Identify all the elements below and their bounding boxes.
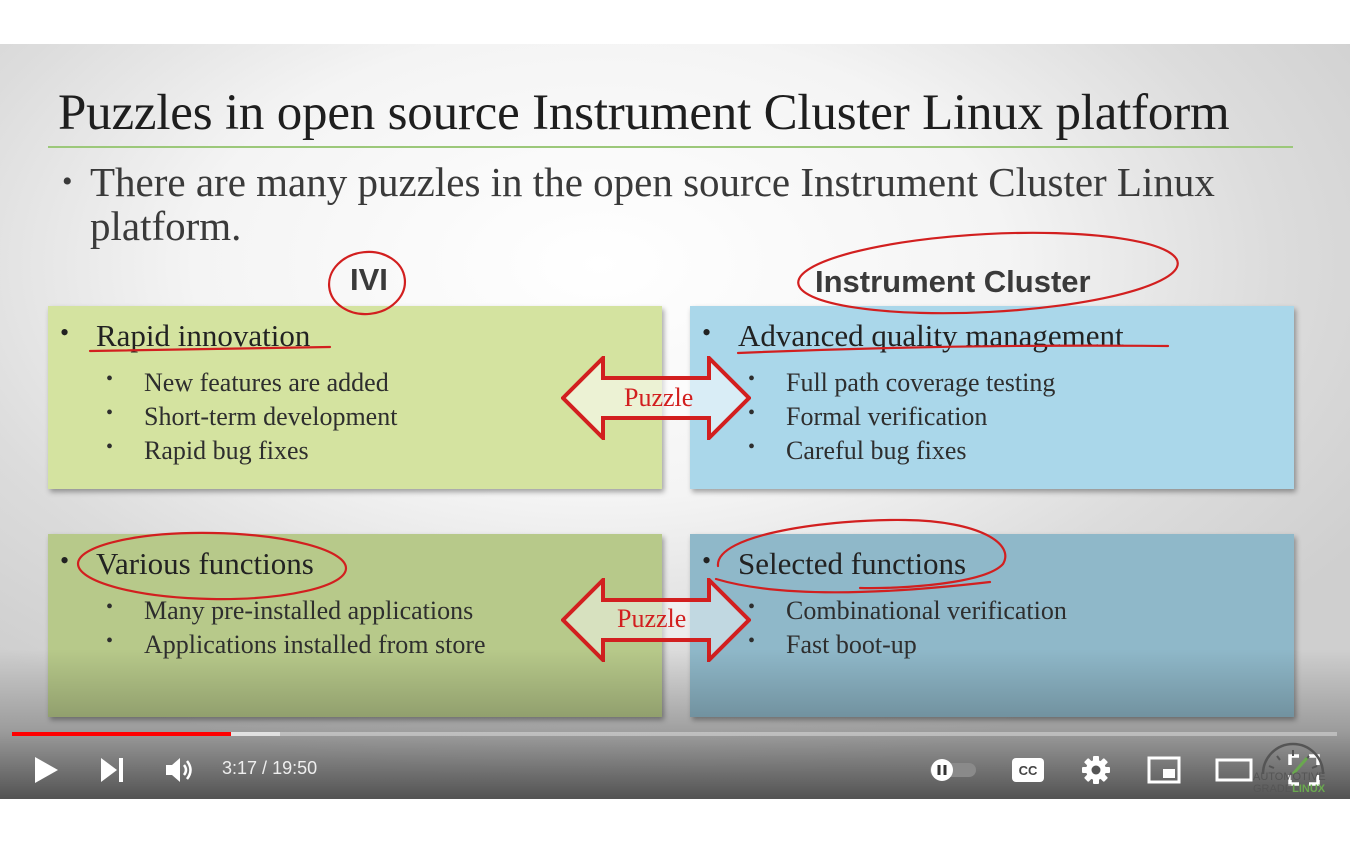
- list-item: Full path coverage testing: [748, 368, 1055, 398]
- miniplayer-button[interactable]: [1144, 752, 1184, 788]
- progress-bar[interactable]: [12, 732, 1337, 736]
- box-heading: Rapid innovation: [60, 318, 310, 354]
- list-item: New features are added: [106, 368, 389, 398]
- box-heading: Advanced quality management: [702, 318, 1124, 354]
- video-player[interactable]: Puzzles in open source Instrument Cluste…: [0, 44, 1350, 799]
- slide-title: Puzzles in open source Instrument Cluste…: [58, 85, 1230, 141]
- next-button[interactable]: [92, 752, 132, 788]
- autoplay-toggle[interactable]: [926, 752, 980, 788]
- settings-button[interactable]: [1076, 752, 1116, 788]
- theater-icon: [1215, 758, 1253, 782]
- list-item: Rapid bug fixes: [106, 436, 309, 466]
- next-icon: [101, 758, 123, 782]
- settings-icon: [1082, 756, 1110, 784]
- agl-linux: LINUX: [1292, 783, 1326, 795]
- play-button[interactable]: [26, 752, 66, 788]
- list-item: Many pre-installed applications: [106, 596, 473, 626]
- list-item: Short-term development: [106, 402, 398, 432]
- captions-icon: CC: [1012, 758, 1044, 782]
- bullet-dot: •: [62, 165, 73, 198]
- theater-mode-button[interactable]: [1212, 752, 1256, 788]
- agl-line2: GRADELINUX: [1253, 784, 1325, 795]
- agl-line1: AUTOMOTIVE: [1253, 771, 1326, 783]
- captions-label: CC: [1019, 763, 1038, 778]
- agl-gauge-icon: [1261, 742, 1325, 775]
- title-divider: [48, 146, 1293, 148]
- main-bullet: • There are many puzzles in the open sou…: [62, 160, 1312, 248]
- current-time: 3:17: [222, 758, 258, 778]
- time-display: 3:17 / 19:50: [222, 758, 317, 779]
- box-heading: Various functions: [60, 546, 314, 582]
- puzzle-label: Puzzle: [624, 383, 694, 412]
- main-bullet-text: There are many puzzles in the open sourc…: [90, 159, 1215, 249]
- list-item: Careful bug fixes: [748, 436, 966, 466]
- controls-shade: [0, 649, 1350, 799]
- play-icon: [35, 757, 58, 783]
- column-heading-ivi: IVI: [350, 262, 388, 297]
- captions-button[interactable]: CC: [1008, 752, 1048, 788]
- progress-played: [12, 732, 231, 736]
- agl-grade: GRADE: [1253, 783, 1293, 795]
- duration: 19:50: [272, 758, 318, 778]
- volume-icon: [166, 758, 192, 782]
- double-arrow-icon: [561, 356, 751, 440]
- automotive-grade-linux-logo: AUTOMOTIVE GRADELINUX: [1247, 738, 1343, 798]
- miniplayer-icon: [1147, 756, 1181, 784]
- box-heading: Selected functions: [702, 546, 966, 582]
- cluster-quality-management-box: Advanced quality management Full path co…: [690, 306, 1294, 489]
- puzzle-label: Puzzle: [617, 604, 687, 633]
- list-item: Combinational verification: [748, 596, 1067, 626]
- column-heading-instrument-cluster: Instrument Cluster: [815, 264, 1091, 299]
- list-item: Formal verification: [748, 402, 988, 432]
- time-separator: /: [257, 758, 273, 778]
- volume-button[interactable]: [160, 752, 200, 788]
- autoplay-toggle-icon: [930, 759, 976, 781]
- double-arrow-icon: [561, 578, 751, 662]
